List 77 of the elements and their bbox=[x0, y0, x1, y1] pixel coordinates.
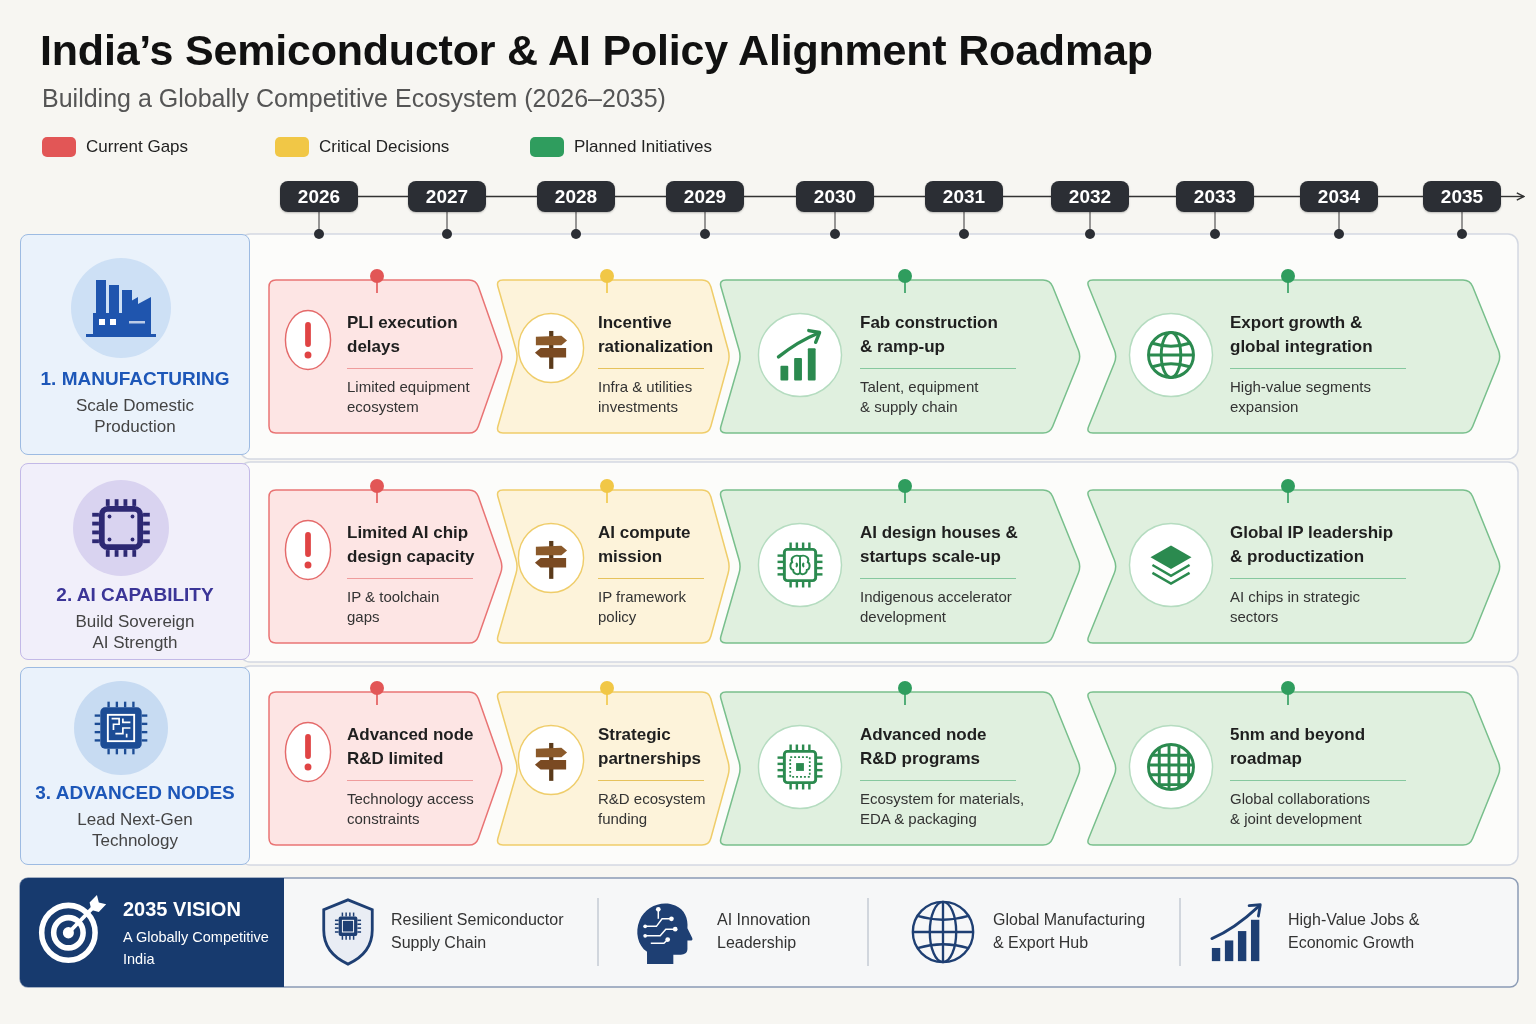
step-description: Indigenous accelerator development bbox=[860, 587, 1013, 627]
title: India’s Semiconductor & AI Policy Alignment Roadmap bbox=[40, 26, 1153, 75]
step-title: Advanced node R&D limited bbox=[347, 724, 475, 770]
category-card bbox=[20, 667, 250, 865]
year-label: 2031 bbox=[925, 181, 1003, 212]
category-card bbox=[20, 234, 250, 455]
timeline-connector bbox=[614, 195, 667, 198]
vision-goal-text: AI Innovation Leadership bbox=[717, 910, 812, 953]
step-description: IP framework policy bbox=[598, 587, 688, 627]
category-title: 3. ADVANCED NODES bbox=[35, 781, 235, 805]
roadmap-step bbox=[718, 691, 1082, 846]
step-title: AI design houses & startups scale-up bbox=[860, 522, 1019, 568]
step-description: Technology access constraints bbox=[347, 789, 475, 829]
roadmap-step bbox=[268, 691, 504, 846]
step-title: Export growth & global integration bbox=[1230, 312, 1374, 358]
subtitle: Building a Globally Competitive Ecosystem (2026–2035) bbox=[42, 84, 666, 113]
roadmap-step bbox=[268, 279, 504, 434]
timeline-connector bbox=[743, 195, 797, 198]
year-label: 2034 bbox=[1300, 181, 1378, 212]
year-label: 2026 bbox=[280, 181, 358, 212]
category-subtitle: Build Sovereign AI Strength bbox=[74, 611, 196, 653]
step-description: High-value segments expansion bbox=[1230, 377, 1372, 417]
step-title: Fab construction & ramp-up bbox=[860, 312, 999, 358]
timeline-connector bbox=[485, 195, 538, 198]
year-label: 2029 bbox=[666, 181, 744, 212]
category-card bbox=[20, 463, 250, 660]
step-description: Limited equipment ecosystem bbox=[347, 377, 471, 417]
roadmap-step bbox=[1085, 489, 1502, 644]
roadmap-step bbox=[1085, 691, 1502, 846]
timeline-connector bbox=[1253, 195, 1301, 198]
category-subtitle: Scale Domestic Production bbox=[74, 395, 196, 437]
year-label: 2030 bbox=[796, 181, 874, 212]
step-title: 5nm and beyond roadmap bbox=[1230, 724, 1367, 770]
vision-panel bbox=[20, 878, 284, 987]
legend-label: Planned Initiatives bbox=[574, 137, 712, 157]
timeline-connector bbox=[1128, 195, 1177, 198]
step-description: Global collaborations & joint development bbox=[1230, 789, 1372, 829]
timeline-connector bbox=[1002, 195, 1052, 198]
step-title: Advanced node R&D programs bbox=[860, 724, 988, 770]
roadmap-step bbox=[718, 489, 1082, 644]
timeline-connector bbox=[873, 195, 926, 198]
step-description: IP & toolchain gaps bbox=[347, 587, 441, 627]
step-title: Global IP leadership & productization bbox=[1230, 522, 1395, 568]
year-label: 2032 bbox=[1051, 181, 1129, 212]
roadmap-step bbox=[718, 279, 1082, 434]
step-title: Strategic partnerships bbox=[598, 724, 702, 770]
roadmap-step bbox=[495, 691, 731, 846]
step-description: Infra & utilities investments bbox=[598, 377, 694, 417]
roadmap-step bbox=[1085, 279, 1502, 434]
year-label: 2028 bbox=[537, 181, 615, 212]
legend-label: Current Gaps bbox=[86, 137, 189, 157]
roadmap-step bbox=[495, 279, 731, 434]
year-label: 2027 bbox=[408, 181, 486, 212]
vision-goal-text: High-Value Jobs & Economic Growth bbox=[1288, 910, 1421, 953]
step-title: AI compute mission bbox=[598, 522, 692, 568]
roadmap-step bbox=[495, 489, 731, 644]
step-title: PLI execution delays bbox=[347, 312, 459, 358]
step-description: Ecosystem for materials, EDA & packaging bbox=[860, 789, 1026, 829]
vision-goal-text: Global Manufacturing & Export Hub bbox=[993, 910, 1147, 953]
step-title: Limited AI chip design capacity bbox=[347, 522, 476, 568]
vision-text: A Globally Competitive India bbox=[123, 928, 270, 969]
vision-goal-text: Resilient Semiconductor Supply Chain bbox=[391, 910, 565, 953]
vision-heading: 2035 VISION bbox=[123, 898, 241, 921]
year-label: 2033 bbox=[1176, 181, 1254, 212]
category-subtitle: Lead Next-Gen Technology bbox=[76, 809, 194, 851]
step-description: R&D ecosystem funding bbox=[598, 789, 707, 829]
step-title: Incentive rationalization bbox=[598, 312, 715, 358]
timeline-connector bbox=[1377, 195, 1424, 198]
step-description: Talent, equipment & supply chain bbox=[860, 377, 980, 417]
timeline-connector bbox=[1500, 192, 1525, 201]
step-description: AI chips in strategic sectors bbox=[1230, 587, 1362, 627]
category-title: 1. MANUFACTURING bbox=[40, 367, 230, 391]
legend-label: Critical Decisions bbox=[319, 137, 450, 157]
timeline-connector bbox=[357, 195, 409, 198]
roadmap-step bbox=[268, 489, 504, 644]
category-title: 2. AI CAPABILITY bbox=[56, 583, 214, 607]
year-label: 2035 bbox=[1423, 181, 1501, 212]
